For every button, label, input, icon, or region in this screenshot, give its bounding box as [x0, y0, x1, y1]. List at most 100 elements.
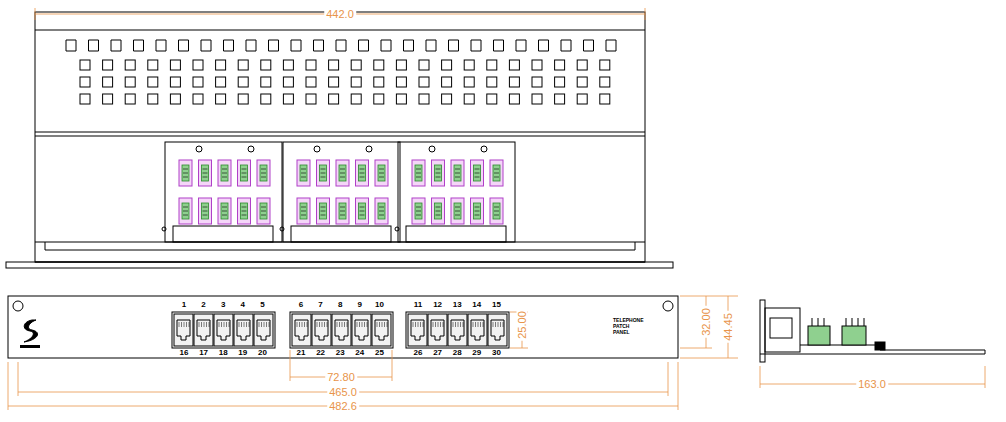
port-number: 20 [258, 349, 267, 357]
vent-hole [532, 77, 542, 87]
vent-hole [306, 94, 316, 104]
vent-slot [156, 40, 166, 51]
housing-outline [35, 12, 645, 262]
terminal-board [283, 142, 400, 242]
rj-opening [411, 320, 424, 340]
port-number: 22 [316, 349, 325, 357]
port-number: 25 [375, 349, 384, 357]
vent-slot [381, 40, 391, 51]
terminal-pins [494, 207, 499, 215]
vent-hole [193, 60, 203, 70]
board-screw [280, 227, 284, 231]
terminal-block [297, 160, 310, 186]
vent-hole [509, 94, 519, 104]
rj-opening [295, 320, 308, 340]
vent-slot [134, 40, 144, 51]
terminal-block [412, 198, 425, 224]
vent-hole [193, 77, 203, 87]
port-number: 4 [241, 301, 245, 309]
vent-hole [170, 77, 180, 87]
terminal-contacts [221, 203, 228, 219]
terminal-block [432, 198, 445, 224]
terminal-pins [416, 169, 421, 177]
vent-hole [170, 94, 180, 104]
vent-slot [111, 40, 121, 51]
vent-hole [125, 94, 135, 104]
board-screw [395, 227, 399, 231]
rj-opening [335, 320, 348, 340]
vent-hole [464, 77, 474, 87]
port-number: 11 [414, 301, 422, 309]
vent-hole [487, 94, 497, 104]
vent-hole [148, 60, 158, 70]
terminal-contacts [320, 203, 327, 219]
rj-jack [234, 314, 253, 346]
vent-hole [261, 60, 271, 70]
terminal-pins [222, 169, 227, 177]
port-number: 21 [297, 349, 306, 357]
terminal-block [336, 198, 349, 224]
terminal-pins [301, 207, 306, 215]
vent-hole [374, 77, 384, 87]
rj-opening [451, 320, 464, 340]
rj-jack [468, 314, 487, 346]
rj-opening [471, 320, 484, 340]
terminal-contacts [415, 165, 422, 181]
rj-opening [197, 320, 210, 340]
terminal-contacts [320, 165, 327, 181]
vent-slot [224, 40, 234, 51]
vent-hole [306, 77, 316, 87]
vent-hole [329, 94, 339, 104]
port-number: 18 [219, 349, 228, 357]
vent-hole [396, 94, 406, 104]
vent-slot [539, 40, 549, 51]
terminal-block [199, 198, 212, 224]
vent-hole [442, 60, 452, 70]
terminal-contacts [359, 165, 366, 181]
board-bracket [173, 226, 273, 242]
vent-hole [487, 60, 497, 70]
vent-hole [80, 94, 90, 104]
terminal-block [257, 198, 270, 224]
terminal-pins [242, 207, 247, 215]
logo-text-bar [20, 345, 40, 348]
terminal-block [218, 198, 231, 224]
terminal-pins [261, 207, 266, 215]
vent-hole [238, 77, 248, 87]
rj-opening [217, 320, 230, 340]
terminal-block [356, 198, 369, 224]
rj-contacts [413, 322, 423, 327]
vent-hole [103, 94, 113, 104]
port-number: 29 [472, 349, 481, 357]
terminal-contacts [221, 165, 228, 181]
vent-hole [464, 94, 474, 104]
rj-jack [292, 314, 311, 346]
terminal-contacts [202, 165, 209, 181]
vent-hole [419, 60, 429, 70]
rj-contacts [337, 322, 347, 327]
board-screw [162, 227, 166, 231]
vent-hole [419, 77, 429, 87]
base-plate [35, 242, 645, 250]
vent-hole [261, 77, 271, 87]
terminal-pins [379, 207, 384, 215]
rj-jack [428, 314, 447, 346]
terminal-pins [360, 207, 365, 215]
terminal-contacts [435, 165, 442, 181]
vent-hole [148, 94, 158, 104]
board-screw [314, 146, 320, 152]
terminal-board [398, 142, 515, 242]
terminal-block [317, 160, 330, 186]
rj-contacts [493, 322, 503, 327]
rj-contacts [179, 322, 189, 327]
terminal-block [375, 160, 388, 186]
terminal-pins [321, 169, 326, 177]
vent-hole [509, 60, 519, 70]
port-number: 5 [260, 301, 264, 309]
vent-hole [80, 77, 90, 87]
vent-hole [577, 60, 587, 70]
vent-slot [471, 40, 481, 51]
port-number: 24 [355, 349, 364, 357]
terminal-contacts [415, 203, 422, 219]
